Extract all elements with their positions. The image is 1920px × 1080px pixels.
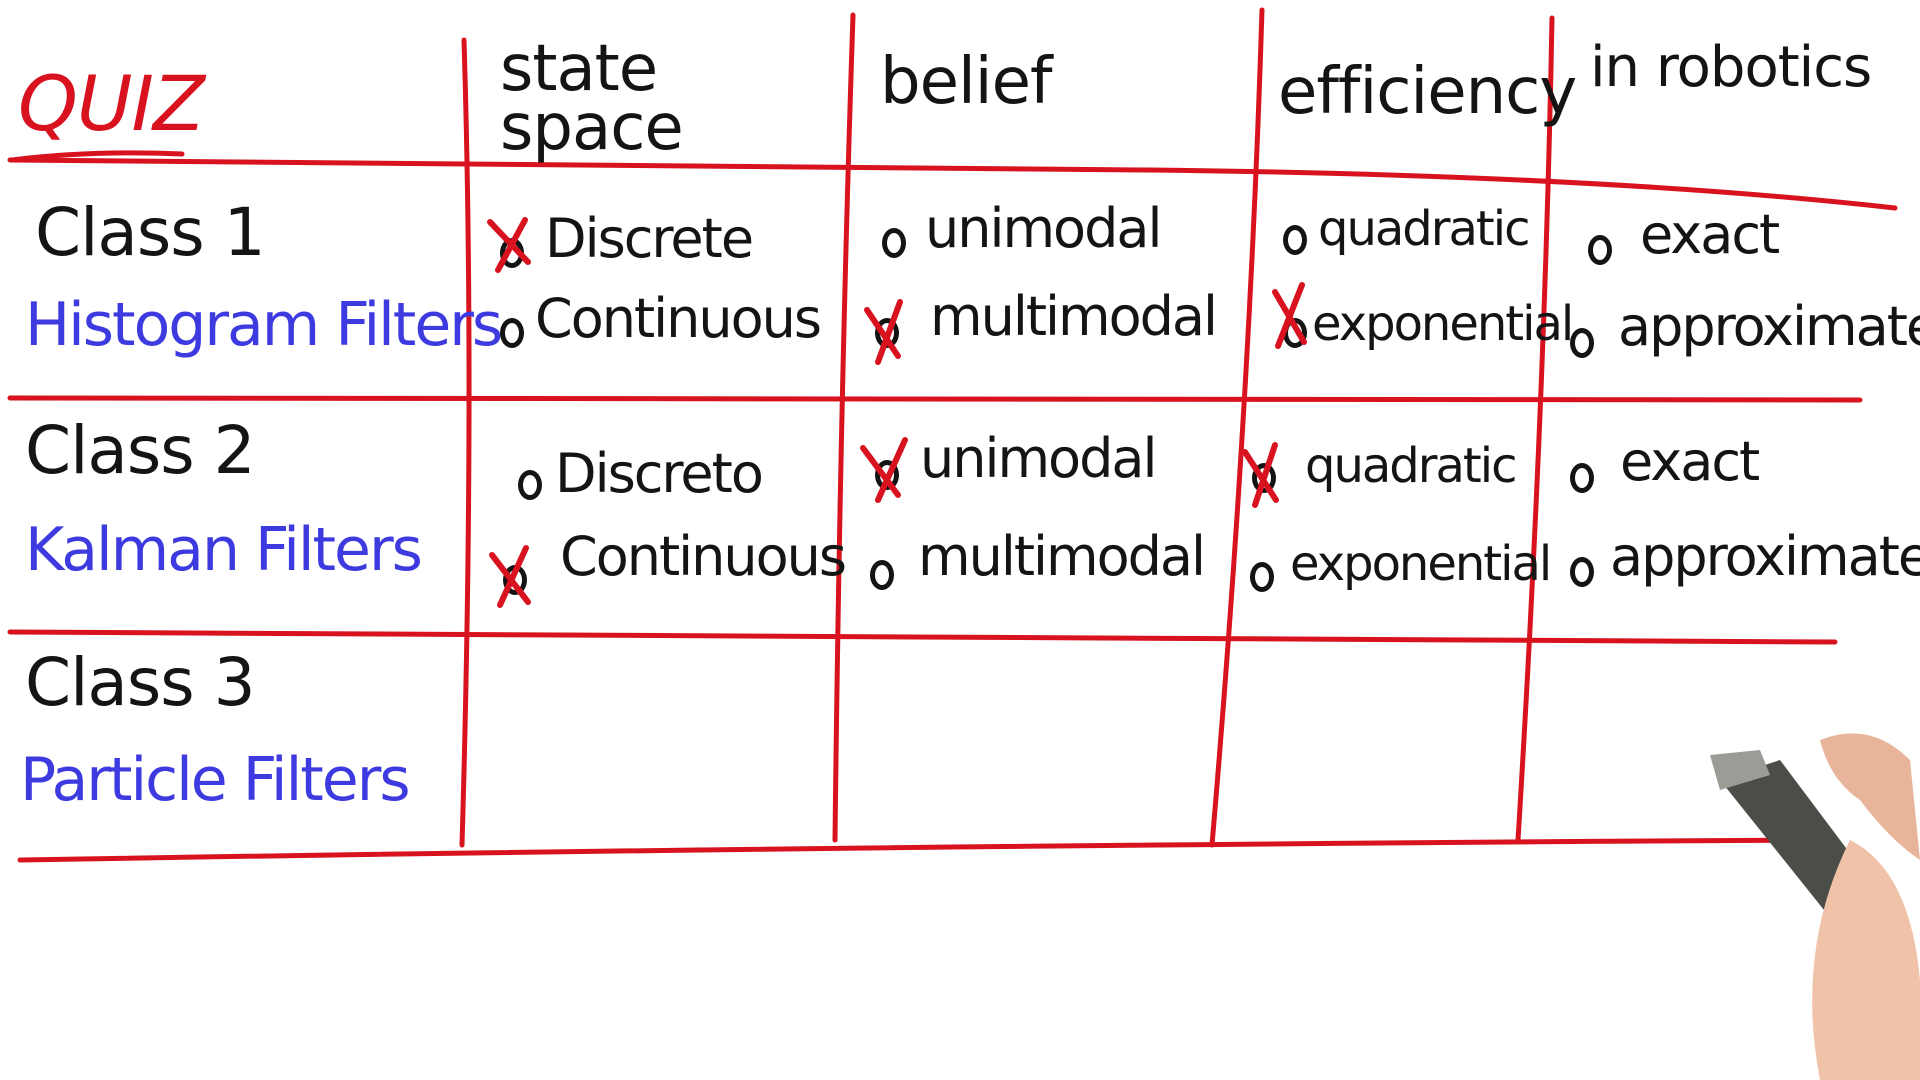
option-label: exponential: [1290, 536, 1552, 592]
option-label: quadratic: [1305, 438, 1517, 494]
row3-subtitle: Particle Filters: [20, 745, 411, 815]
radio-bullet[interactable]: [882, 228, 906, 258]
col-header-robotics: in robotics: [1590, 35, 1872, 100]
col-header-state-space: state space: [500, 32, 684, 165]
radio-bullet[interactable]: [1250, 562, 1274, 592]
radio-bullet[interactable]: [875, 318, 899, 348]
quiz-title: QUIZ: [18, 59, 205, 148]
option-label: multimodal: [930, 285, 1218, 348]
option-label: Continuous: [560, 525, 847, 588]
radio-bullet[interactable]: [1570, 463, 1594, 493]
radio-bullet[interactable]: [500, 238, 524, 268]
option-label: exponential: [1312, 296, 1574, 352]
radio-bullet[interactable]: [875, 460, 899, 490]
radio-bullet[interactable]: [1283, 225, 1307, 255]
col-header-belief: belief: [880, 45, 1052, 119]
radio-bullet[interactable]: [503, 565, 527, 595]
option-label: Continuous: [535, 287, 822, 350]
marker-hand: [1710, 733, 1920, 1080]
radio-bullet[interactable]: [1252, 463, 1276, 493]
radio-bullet[interactable]: [1570, 328, 1594, 358]
option-label: Discrete: [545, 207, 754, 270]
option-label: exact: [1620, 430, 1760, 493]
option-label: unimodal: [920, 427, 1157, 490]
radio-bullet[interactable]: [1570, 557, 1594, 587]
row3-title: Class 3: [25, 644, 256, 721]
col-header-efficiency: efficiency: [1278, 55, 1577, 129]
option-label: multimodal: [918, 525, 1206, 588]
radio-bullet[interactable]: [500, 318, 524, 348]
row2-subtitle: Kalman Filters: [25, 515, 423, 585]
option-label: unimodal: [925, 197, 1162, 260]
header-row-line: [7, 157, 1898, 211]
row2-line: [7, 629, 1838, 645]
radio-bullet[interactable]: [518, 470, 542, 500]
option-label: Discreto: [555, 442, 764, 505]
option-label: approximate: [1618, 295, 1920, 358]
row2-title: Class 2: [25, 412, 256, 489]
col1-line: [459, 37, 472, 848]
row1-subtitle: Histogram Filters: [25, 290, 503, 360]
option-label: quadratic: [1318, 201, 1530, 257]
row1-title: Class 1: [35, 194, 266, 271]
radio-bullet[interactable]: [1588, 235, 1612, 265]
row3-line: [17, 837, 1833, 863]
option-label: exact: [1640, 203, 1780, 266]
col2-line: [832, 12, 856, 843]
option-label: approximate: [1610, 525, 1920, 588]
col4-line: [1515, 15, 1555, 843]
col3-line: [1209, 7, 1265, 848]
radio-bullet[interactable]: [870, 560, 894, 590]
radio-bullet[interactable]: [1283, 318, 1307, 348]
row1-line: [7, 394, 1863, 403]
